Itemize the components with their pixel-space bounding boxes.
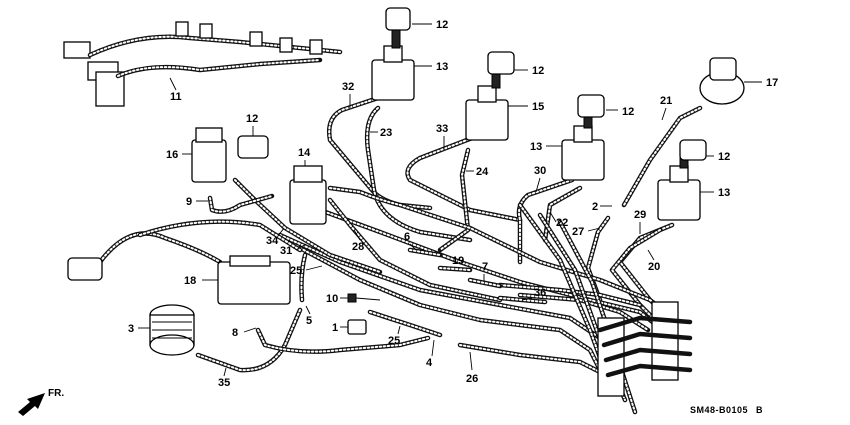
callout-12-a: 12	[436, 19, 448, 31]
callout-32: 32	[342, 81, 354, 93]
front-label: FR.	[48, 388, 64, 399]
callout-6: 6	[404, 231, 410, 243]
callout-7: 7	[482, 261, 488, 273]
reference-code-suffix: B	[756, 405, 763, 415]
solenoid-valve-14	[289, 165, 327, 225]
callout-36: 36	[534, 287, 546, 299]
harness-18	[97, 231, 223, 265]
callout-labels: 11 12 13 12 15 12 13 12 13 17 12 16 14 3…	[128, 19, 778, 389]
callout-30: 30	[534, 165, 546, 177]
callout-10: 10	[326, 293, 338, 305]
bolt-10	[347, 293, 381, 303]
callout-18: 18	[184, 275, 196, 287]
callout-14: 14	[298, 147, 311, 159]
callout-15: 15	[532, 101, 544, 113]
callout-17: 17	[766, 77, 778, 89]
callout-5: 5	[306, 315, 312, 327]
canister-3	[149, 304, 195, 356]
callout-13-b: 13	[530, 141, 542, 153]
callout-28: 28	[352, 241, 364, 253]
callout-3: 3	[128, 323, 134, 335]
callout-31: 31	[280, 245, 292, 257]
callout-26: 26	[466, 373, 478, 385]
wire-harness-11	[63, 21, 343, 107]
front-direction-indicator: FR.	[18, 388, 64, 416]
callout-19: 19	[452, 255, 464, 267]
callout-9: 9	[186, 196, 192, 208]
callout-4: 4	[426, 357, 433, 369]
control-unit-18	[67, 255, 291, 305]
callout-24: 24	[476, 166, 489, 178]
connector-12-left	[237, 135, 269, 159]
solenoid-valve-15	[465, 51, 515, 141]
hose-manifold-right	[597, 301, 693, 397]
callout-33: 33	[436, 123, 448, 135]
callout-12-d: 12	[718, 151, 730, 163]
front-arrow-icon	[18, 393, 45, 416]
callout-2: 2	[592, 201, 598, 213]
solenoid-valve-13-top	[371, 7, 415, 101]
callout-21: 21	[660, 95, 672, 107]
solenoid-valve-16	[191, 127, 227, 183]
solenoid-valve-13-right	[657, 139, 707, 221]
callout-12-b: 12	[532, 65, 544, 77]
callout-16: 16	[166, 149, 178, 161]
callout-35: 35	[218, 377, 230, 389]
reference-code-text: SM48-B0105	[690, 405, 748, 415]
callout-11: 11	[170, 91, 182, 103]
callout-12-c: 12	[622, 106, 634, 118]
callout-34: 34	[266, 235, 279, 247]
solenoid-valve-13-mid	[561, 94, 605, 181]
callout-13-a: 13	[436, 61, 448, 73]
callout-25-b: 25	[388, 335, 400, 347]
callout-8: 8	[232, 327, 238, 339]
callout-23: 23	[380, 127, 392, 139]
clip-1	[347, 319, 367, 335]
callout-12-e: 12	[246, 113, 258, 125]
callout-13-c: 13	[718, 187, 730, 199]
callout-20: 20	[648, 261, 660, 273]
callout-1: 1	[332, 322, 338, 334]
callout-25-a: 25	[290, 265, 302, 277]
callout-27: 27	[572, 226, 584, 238]
sensor-17	[699, 57, 745, 105]
callout-29: 29	[634, 209, 646, 221]
callout-22: 22	[556, 217, 568, 229]
reference-code: SM48-B0105 B	[690, 405, 763, 415]
